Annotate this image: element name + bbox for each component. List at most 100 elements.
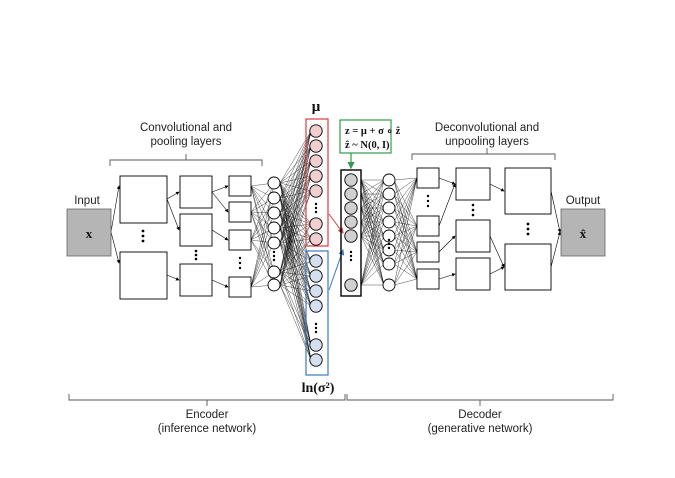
ellipsis-dot xyxy=(387,242,391,246)
decoder-label-line1: Decoder xyxy=(458,409,502,421)
connection-line xyxy=(360,179,385,286)
mu-node xyxy=(309,124,323,138)
deconv-arrow xyxy=(438,183,456,227)
ellipsis-vertical xyxy=(526,222,530,236)
connection-line xyxy=(393,179,418,227)
decoder-node xyxy=(382,257,396,271)
deconv-arrow xyxy=(438,235,456,253)
connection-line xyxy=(393,207,418,253)
encoder-label-line2: (inference network) xyxy=(158,423,257,435)
connection-line xyxy=(360,179,385,237)
ellipsis-dot xyxy=(387,246,391,250)
encoder-node xyxy=(267,278,281,292)
output-box xyxy=(560,208,606,257)
z-node xyxy=(344,201,358,215)
deconv-brace xyxy=(411,148,556,160)
connection-line xyxy=(393,177,418,237)
deconv-feature-map xyxy=(504,167,552,215)
connection-line xyxy=(360,193,385,237)
mu-box xyxy=(305,118,329,247)
mu-node xyxy=(309,139,323,153)
pool-feature-map xyxy=(179,175,213,209)
mu-node xyxy=(309,184,323,198)
encoder-node xyxy=(267,265,281,279)
conv-arrow xyxy=(166,274,180,281)
conv-arrow xyxy=(211,185,229,193)
connection-line xyxy=(393,193,418,227)
conv-feature-map xyxy=(228,276,252,298)
input-arrow xyxy=(110,231,120,264)
connection-lines xyxy=(110,130,562,361)
ellipsis-dot xyxy=(272,258,276,262)
input-label: Input xyxy=(74,195,100,207)
ellipsis-vertical xyxy=(471,203,475,217)
connection-line xyxy=(360,221,385,286)
deconv-label-line2: unpooling layers xyxy=(445,136,529,148)
conv-label-line2: pooling layers xyxy=(151,136,222,148)
mu-node xyxy=(309,217,323,231)
ellipsis-dot xyxy=(314,210,318,214)
connection-line xyxy=(250,185,275,273)
connection-line xyxy=(393,177,418,209)
connection-line xyxy=(393,221,418,280)
connection-line xyxy=(360,179,385,209)
decoder-node xyxy=(382,215,396,229)
ellipsis-dot xyxy=(314,202,318,206)
z-node xyxy=(344,187,358,201)
connection-line xyxy=(360,179,385,195)
decoder-node xyxy=(382,173,396,187)
z-node xyxy=(344,173,358,187)
logvar-node xyxy=(309,284,323,298)
ellipsis-vertical xyxy=(426,194,430,208)
decoder-node xyxy=(382,229,396,243)
connection-line xyxy=(279,238,312,286)
z-formula-line2: ẑ ~ N(0, I) xyxy=(345,140,390,151)
ellipsis-vertical xyxy=(194,249,198,261)
connection-line xyxy=(250,239,275,273)
ellipsis-dot xyxy=(349,258,353,262)
deconv-feature-map xyxy=(416,241,440,263)
connection-line xyxy=(250,242,275,288)
encoder-node xyxy=(267,176,281,190)
deconv-feature-map xyxy=(416,215,440,237)
output-arrow xyxy=(550,231,561,268)
connection-line xyxy=(393,225,418,251)
encoder-node xyxy=(267,221,281,235)
deconv-feature-map xyxy=(416,167,440,189)
decoder-label-line2: (generative network) xyxy=(428,423,533,435)
ellipsis-vertical xyxy=(238,256,242,270)
pool-feature-map xyxy=(179,263,213,297)
connection-line xyxy=(393,193,418,280)
connection-line xyxy=(360,235,385,265)
conv-arrow xyxy=(211,279,229,288)
deconv-feature-map xyxy=(504,243,552,291)
z-node xyxy=(344,278,358,292)
conv-feature-map xyxy=(228,229,252,251)
connection-line xyxy=(393,235,418,280)
connection-line xyxy=(393,235,418,253)
ellipsis-dot xyxy=(272,254,276,258)
connection-line xyxy=(393,177,418,251)
z-formula-line1: z = μ + σ ∘ ẑ xyxy=(345,126,401,137)
z-formula-box xyxy=(339,119,392,154)
unpool-feature-map xyxy=(455,219,491,253)
deconv-label-line1: Deconvolutional and xyxy=(435,122,539,134)
connection-line xyxy=(393,207,418,280)
connection-line xyxy=(393,177,418,286)
pool-feature-map xyxy=(179,213,213,247)
z-latent-box xyxy=(340,169,362,297)
ellipsis-dot xyxy=(349,250,353,254)
connection-line xyxy=(393,207,418,227)
logvar-node xyxy=(309,299,323,313)
ellipsis-dot xyxy=(314,326,318,330)
logvar-label: ln(σ²) xyxy=(302,381,335,396)
connection-line xyxy=(393,225,418,265)
connection-line xyxy=(393,177,418,265)
encoder-node xyxy=(267,206,281,220)
connection-line xyxy=(279,182,312,262)
conv-brace xyxy=(109,154,263,166)
mu-node xyxy=(309,169,323,183)
connection-line xyxy=(393,177,418,195)
logvar-node xyxy=(309,254,323,268)
